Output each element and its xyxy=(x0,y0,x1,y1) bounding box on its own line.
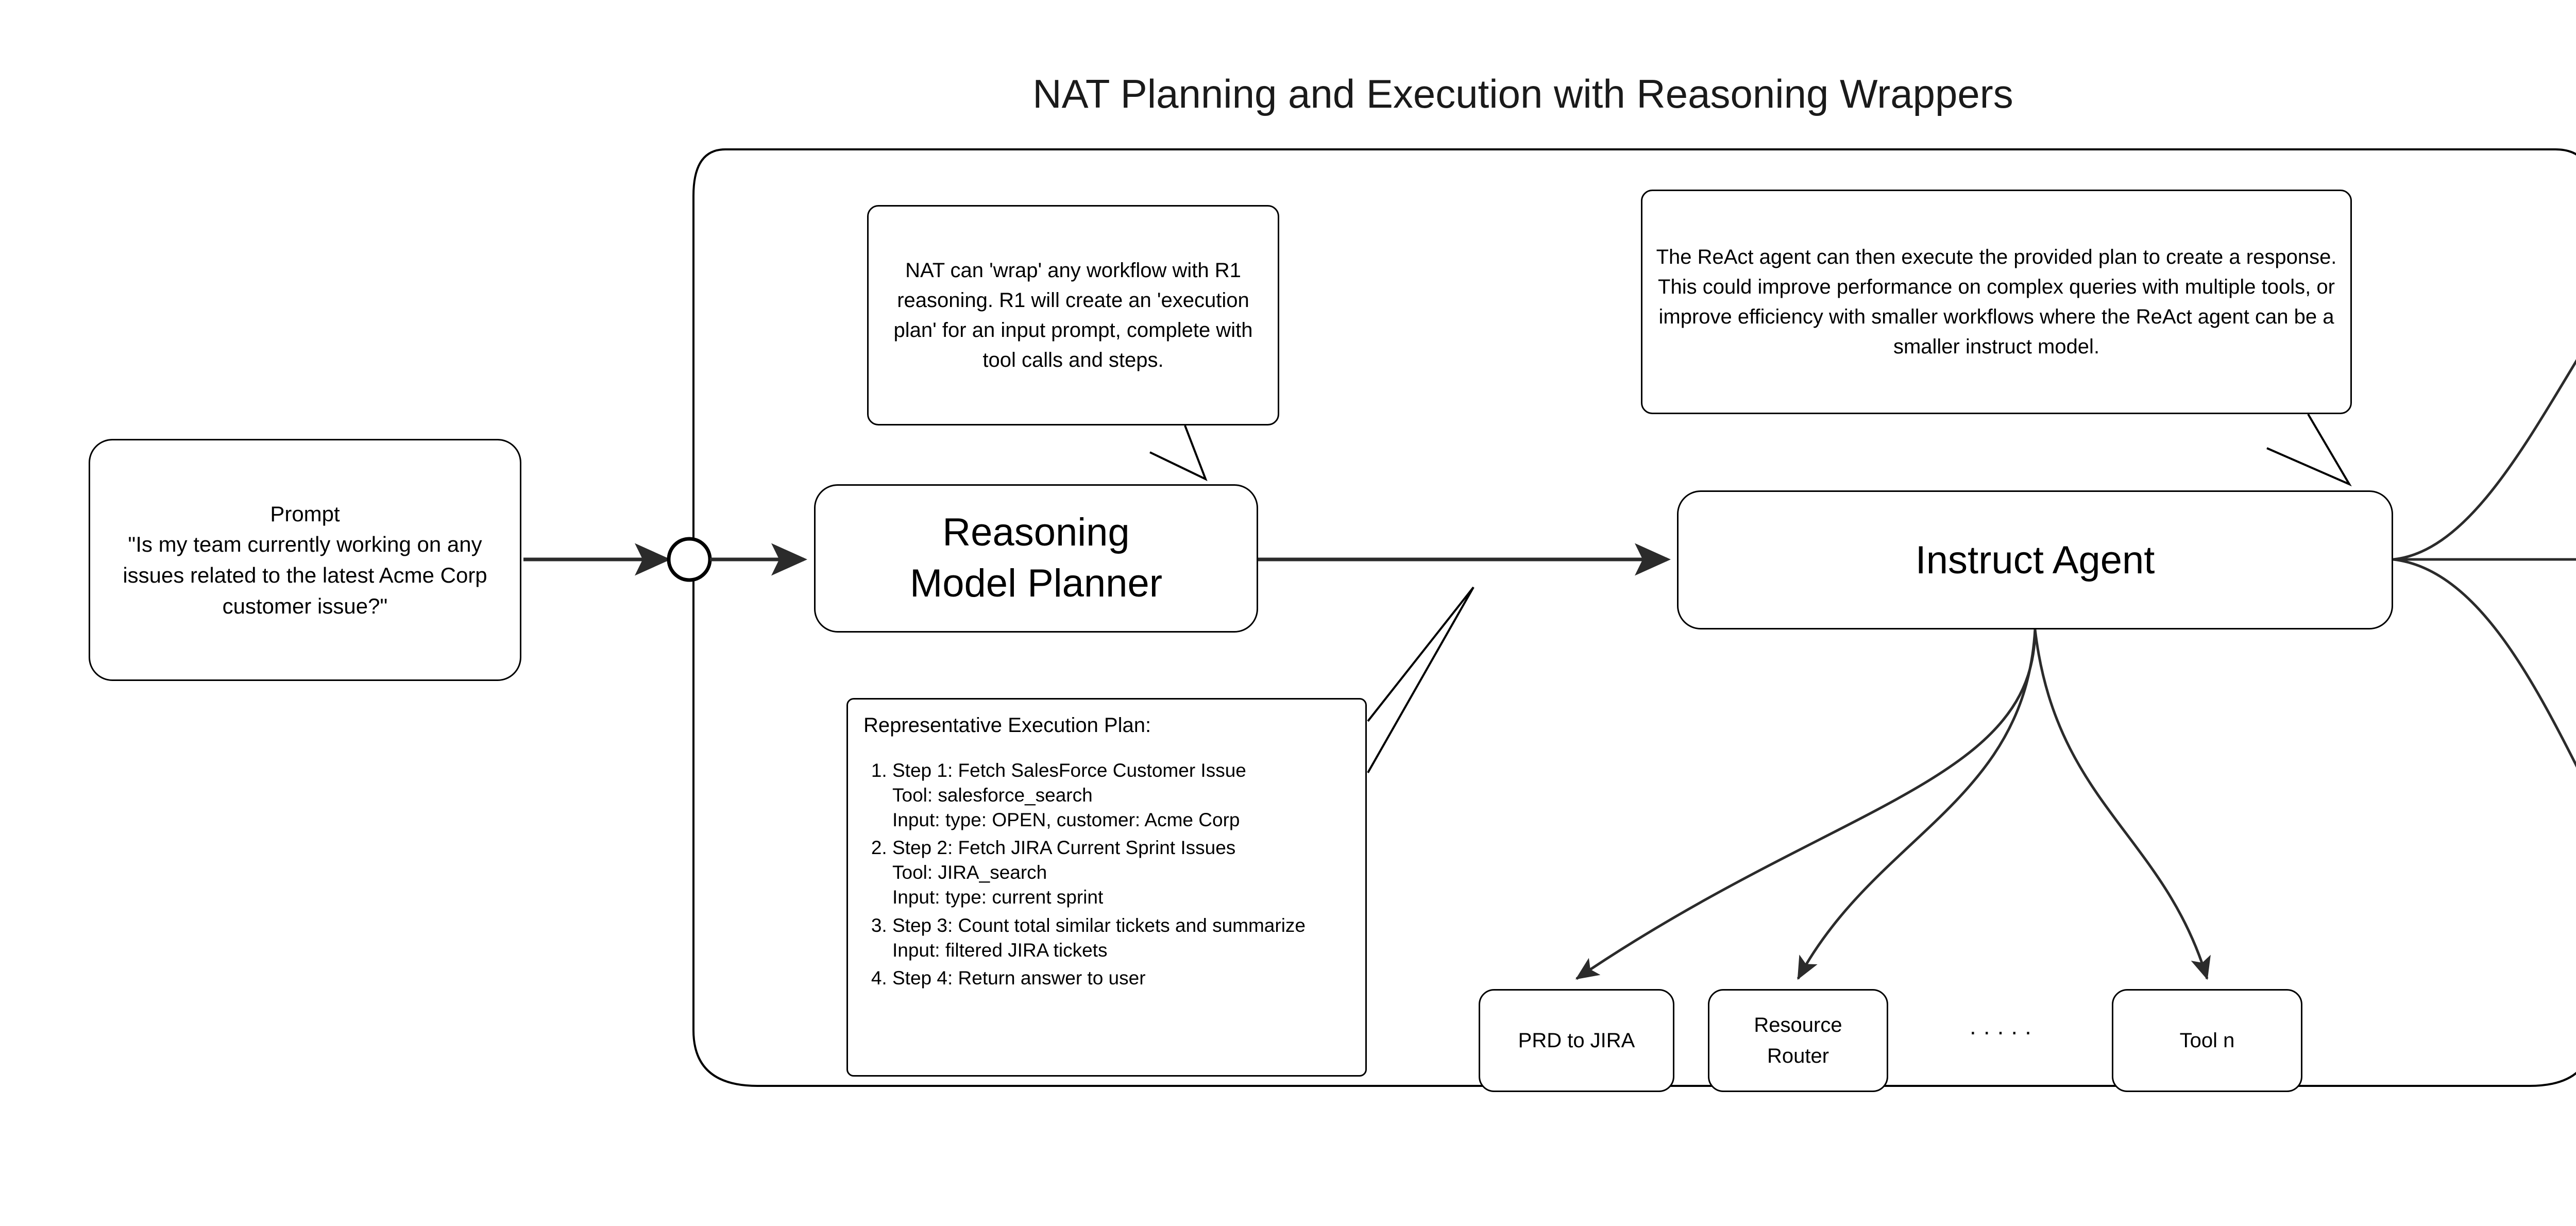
execution-plan-title: Representative Execution Plan: xyxy=(863,714,1151,737)
step-title: Step 3: Count total similar tickets and … xyxy=(892,914,1306,936)
step-title: Step 2: Fetch JIRA Current Sprint Issues xyxy=(892,837,1236,859)
execution-plan-step: Step 4: Return answer to user xyxy=(892,966,1350,991)
instruct-agent-node[interactable]: Instruct Agent xyxy=(1677,490,2393,629)
diagram-title: NAT Planning and Execution with Reasonin… xyxy=(1032,71,2013,116)
tool-node-tool-n[interactable]: Tool n xyxy=(2112,989,2302,1092)
react-agent-callout-text: The ReAct agent can then execute the pro… xyxy=(1656,246,2337,358)
react-agent-callout: The ReAct agent can then execute the pro… xyxy=(1641,190,2352,414)
execution-plan-step: Step 1: Fetch SalesForce Customer Issue … xyxy=(892,758,1350,832)
instruct-agent-label: Instruct Agent xyxy=(1915,538,2155,582)
plan-callout-tail xyxy=(1367,586,1475,773)
nat-wrapper-boundary xyxy=(692,148,2576,1087)
nat-callout-tail xyxy=(1149,425,1208,481)
representative-execution-plan-box: Representative Execution Plan: Step 1: F… xyxy=(846,698,1367,1077)
tool-label-line2: Router xyxy=(1767,1045,1829,1067)
prompt-label: Prompt xyxy=(270,501,340,526)
edge-instruct-to-failure xyxy=(2393,558,2576,768)
step-title: Step 1: Fetch SalesForce Customer Issue xyxy=(892,760,1246,781)
step-input: Input: type: current sprint xyxy=(892,887,1104,908)
step-tool: Tool: salesforce_search xyxy=(892,785,1093,806)
step-tool: Tool: JIRA_search xyxy=(892,862,1047,883)
prompt-value: "Is my team currently working on any iss… xyxy=(123,532,487,618)
react-callout-tail xyxy=(2266,413,2352,487)
input-junction-node xyxy=(667,537,712,582)
edge-instruct-to-correct xyxy=(2393,359,2576,561)
tool-label: Tool n xyxy=(2179,1029,2235,1052)
tool-label-line1: Resource xyxy=(1754,1014,1842,1036)
execution-plan-step: Step 3: Count total similar tickets and … xyxy=(892,913,1350,963)
execution-plan-list: Step 1: Fetch SalesForce Customer Issue … xyxy=(863,758,1350,991)
planner-label-line2: Model Planner xyxy=(909,561,1163,605)
step-input: Input: filtered JIRA tickets xyxy=(892,939,1108,961)
edge-instruct-to-tool-3 xyxy=(2033,629,2211,980)
prompt-text: Prompt "Is my team currently working on … xyxy=(90,499,520,622)
edge-instruct-to-tool-2 xyxy=(1797,629,2037,980)
tool-label: PRD to JIRA xyxy=(1518,1029,1635,1052)
prompt-node[interactable]: Prompt "Is my team currently working on … xyxy=(89,439,521,681)
step-title: Step 4: Return answer to user xyxy=(892,967,1146,989)
planner-label: Reasoning Model Planner xyxy=(910,507,1162,609)
step-input: Input: type: OPEN, customer: Acme Corp xyxy=(892,809,1240,831)
nat-wrap-callout: NAT can 'wrap' any workflow with R1 reas… xyxy=(867,205,1279,425)
tool-label: Resource Router xyxy=(1747,1010,1849,1071)
edge-instruct-to-tool-1 xyxy=(1575,629,2037,980)
planner-label-line1: Reasoning xyxy=(942,510,1130,555)
nat-wrap-callout-text: NAT can 'wrap' any workflow with R1 reas… xyxy=(893,259,1253,371)
tools-ellipsis: ..... xyxy=(1970,1013,2039,1040)
tool-node-prd-to-jira[interactable]: PRD to JIRA xyxy=(1479,989,1674,1092)
reasoning-model-planner-node[interactable]: Reasoning Model Planner xyxy=(814,484,1258,633)
tool-node-resource-router[interactable]: Resource Router xyxy=(1708,989,1888,1092)
execution-plan-step: Step 2: Fetch JIRA Current Sprint Issues… xyxy=(892,836,1350,910)
